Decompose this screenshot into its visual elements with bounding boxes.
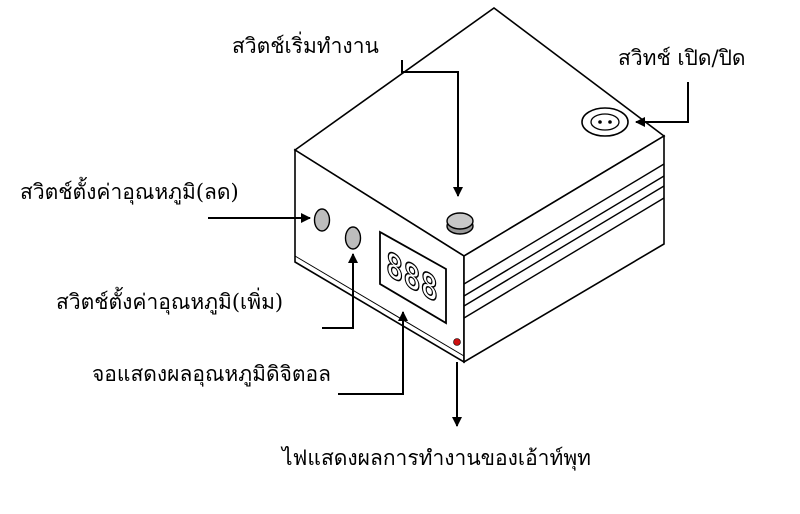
label-temp-down-switch: สวิตช์ตั้งค่าอุณหภูมิ(ลด) <box>20 180 239 204</box>
temp-down-button-icon <box>313 208 331 232</box>
arrow-digital-display <box>338 311 408 395</box>
front-panel-bottom-edge <box>294 255 465 357</box>
digital-display-panel <box>379 230 447 325</box>
arrow-temp-up-switch <box>322 253 358 329</box>
label-start-switch: สวิตช์เริ่มทำงาน <box>232 34 379 58</box>
start-button-icon <box>446 212 474 235</box>
temp-up-button-icon <box>344 226 362 250</box>
side-panel-grooves <box>463 163 665 319</box>
label-digital-display: จอแสดงผลอุณหภูมิดิจิตอล <box>92 362 332 386</box>
arrow-power-switch <box>635 82 689 127</box>
box-side-face <box>463 134 665 364</box>
label-power-switch: สวิทช์ เปิด/ปิด <box>618 46 746 70</box>
label-temp-up-switch: สวิตช์ตั้งค่าอุณหภูมิ(เพิ่ม) <box>56 290 284 314</box>
power-switch-icon <box>581 107 629 137</box>
output-led-icon <box>453 338 461 346</box>
label-output-indicator: ไฟแสดงผลการทำงานของเอ้าท์พุท <box>282 446 592 470</box>
arrow-start-switch <box>401 60 463 197</box>
